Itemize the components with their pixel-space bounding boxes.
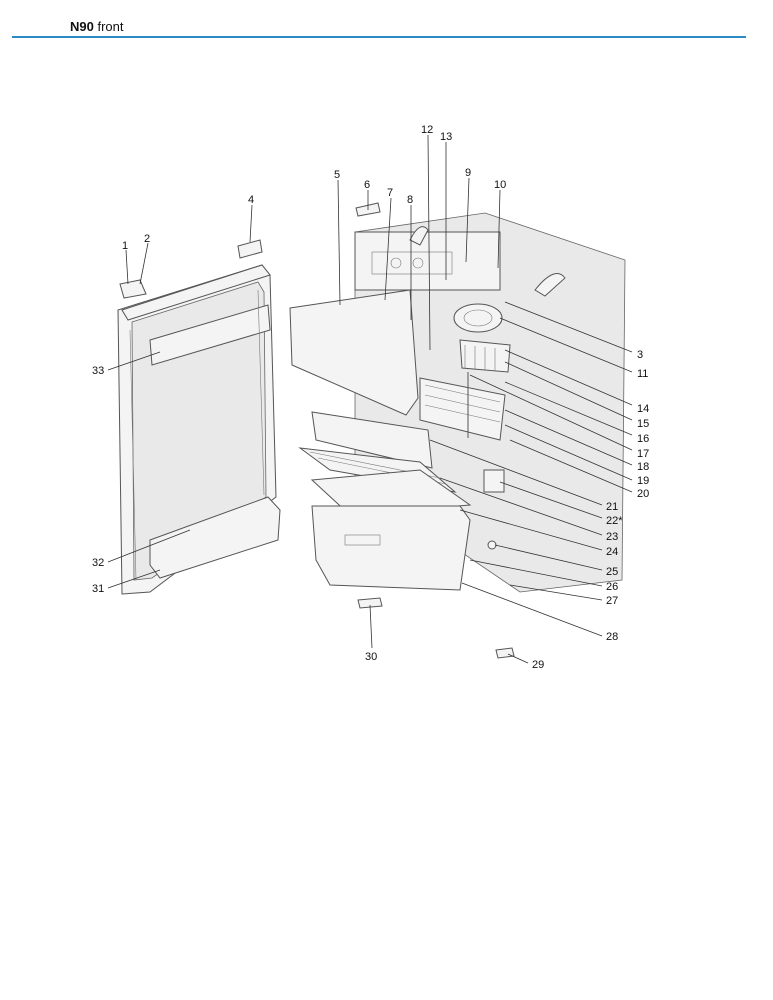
callout-27: 27 [606, 595, 618, 607]
door-latch [119, 279, 147, 299]
callout-21: 21 [606, 501, 618, 513]
page-header: N90 front [0, 0, 773, 40]
crisper-drawer [311, 505, 471, 591]
freezer-shelf [419, 377, 506, 441]
callout-7: 7 [387, 187, 393, 199]
callout-labels: 1 2 3 4 5 6 7 8 9 10 11 12 13 14 15 16 1… [92, 124, 649, 671]
control-panel [354, 231, 501, 291]
callout-26: 26 [606, 581, 618, 593]
callout-13: 13 [440, 131, 452, 143]
callout-12: 12 [421, 124, 433, 136]
callout-17: 17 [637, 448, 649, 460]
callout-8: 8 [407, 194, 413, 206]
callout-25: 25 [606, 566, 618, 578]
callout-29: 29 [532, 659, 544, 671]
leader-lines [107, 134, 633, 664]
callout-1: 1 [122, 240, 128, 252]
shelf-rail [311, 411, 433, 469]
callout-10: 10 [494, 179, 506, 191]
callout-14: 14 [637, 403, 649, 415]
callout-16: 16 [637, 433, 649, 445]
label-plate [483, 469, 505, 493]
callout-28: 28 [606, 631, 618, 643]
evaporator-cover [289, 289, 419, 416]
callout-23: 23 [606, 531, 618, 543]
callout-3: 3 [637, 349, 643, 361]
callout-30: 30 [365, 651, 377, 663]
callout-20: 20 [637, 488, 649, 500]
model-name: N90 [70, 19, 94, 34]
page-title: N90 front [70, 19, 124, 34]
screw [487, 540, 497, 550]
callout-24: 24 [606, 546, 618, 558]
callout-31: 31 [92, 583, 104, 595]
door-bottom-bin [149, 496, 281, 579]
bracket-30 [357, 597, 383, 609]
fan [453, 303, 503, 333]
callout-33: 33 [92, 365, 104, 377]
callout-4: 4 [248, 194, 254, 206]
callout-15: 15 [637, 418, 649, 430]
callout-5: 5 [334, 169, 340, 181]
callout-11: 11 [637, 368, 648, 380]
bracket-29 [495, 647, 515, 659]
cabinet-assembly [289, 202, 626, 659]
callout-9: 9 [465, 167, 471, 179]
callout-6: 6 [364, 179, 370, 191]
header-rule [12, 36, 746, 38]
callout-2: 2 [144, 233, 150, 245]
door-top-shelf [149, 304, 271, 366]
handle-left [409, 226, 429, 246]
callout-32: 32 [92, 557, 104, 569]
hinge-block [237, 239, 263, 259]
crisper-lid [310, 469, 472, 516]
callout-22: 22* [606, 515, 623, 527]
callout-18: 18 [637, 461, 649, 473]
door-top-edge [121, 264, 271, 321]
callout-19: 19 [637, 475, 649, 487]
view-name: front [97, 19, 124, 34]
door-assembly [117, 239, 281, 595]
handle-right [534, 273, 566, 297]
